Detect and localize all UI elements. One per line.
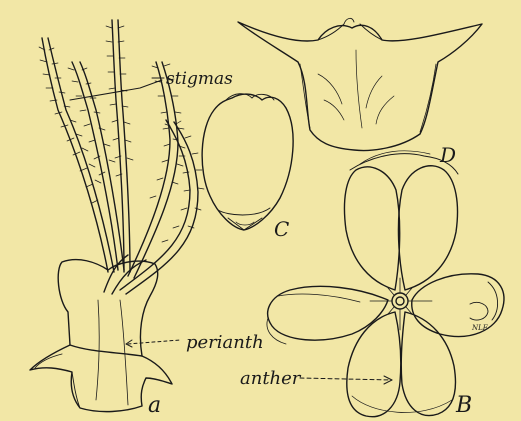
dome-outline xyxy=(238,22,482,150)
label-figure-d: D xyxy=(439,143,456,167)
label-figure-c: C xyxy=(274,217,289,241)
label-stigmas: stigmas xyxy=(166,69,233,89)
label-figure-b: B xyxy=(455,393,472,418)
figure-b-flower-top xyxy=(267,151,504,417)
bottom-lobe-left xyxy=(347,312,401,417)
top-lobe-left xyxy=(344,167,399,290)
side-lobe-left xyxy=(268,286,388,340)
label-figure-a: a xyxy=(148,393,161,418)
seed-outline xyxy=(202,94,293,230)
perianth-drawing xyxy=(30,260,172,412)
label-perianth: perianth xyxy=(186,332,264,353)
label-anther: anther xyxy=(240,368,302,389)
figure-c-seed xyxy=(202,94,293,230)
side-lobe-right xyxy=(412,274,504,337)
figure-d-winged-dome xyxy=(238,18,482,150)
artist-initials: NLF xyxy=(471,324,489,332)
top-lobe-right xyxy=(398,166,457,290)
bottom-lobe-right xyxy=(401,312,455,416)
